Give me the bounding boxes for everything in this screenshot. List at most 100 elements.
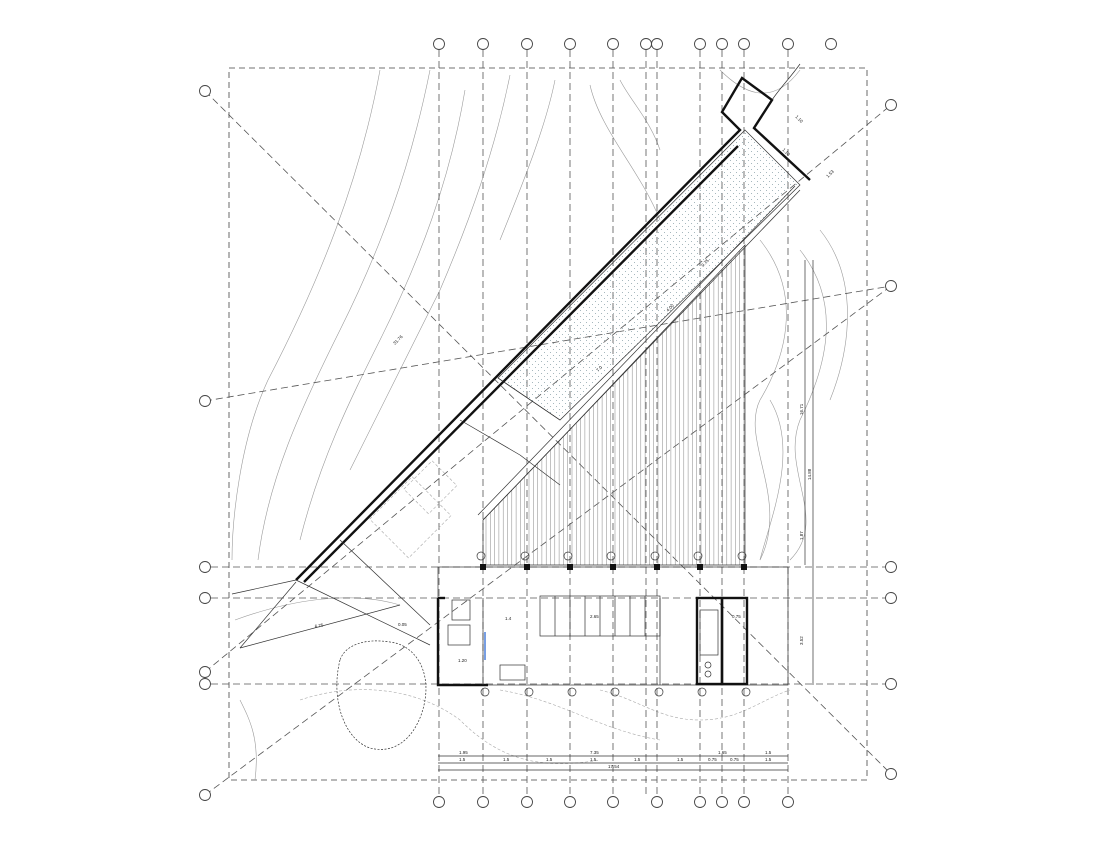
dim-upper-3: 1.65 (718, 750, 727, 755)
column-marker-bottom (741, 687, 751, 697)
grid-bubble-top (521, 38, 533, 50)
pool-area (497, 129, 801, 421)
grid-bubble-top (477, 38, 489, 50)
dim-lower-4: 1.5 (590, 757, 597, 762)
grid-bubble-top (694, 38, 706, 50)
column-top (697, 564, 703, 570)
dim-int-3: 0.75 (732, 614, 741, 619)
column-top (654, 564, 660, 570)
column-marker-bottom (654, 687, 664, 697)
terrace-edges (239, 185, 801, 649)
grid-bubble-diagonal (199, 85, 211, 97)
column-marker-bottom (610, 687, 620, 697)
column-top (741, 564, 747, 570)
grid-bubble-diagonal (885, 280, 897, 292)
grid-bubble-diagonal (885, 99, 897, 111)
dim-upper-2: 7.35 (590, 750, 599, 755)
grid-bubble-bottom (694, 796, 706, 808)
dim-int-4: 1.20 (458, 658, 467, 663)
column-marker-top (520, 551, 530, 561)
grid-bubble-left (199, 678, 211, 690)
grid-bubble-bottom (433, 796, 445, 808)
grid-bubble-right (885, 592, 897, 604)
dim-diag-6: 0.75 (700, 258, 710, 268)
grid-bubble-top (716, 38, 728, 50)
grid-bubble-bottom (651, 796, 663, 808)
grid-bubble-bottom (782, 796, 794, 808)
tree-canopy-outline (336, 640, 427, 750)
grid-bubble-bottom (716, 796, 728, 808)
bottom-dimension-lines: 1.95 7.35 1.65 1.5 1.5 1.5 1.5 1.5 1.5 1… (438, 750, 788, 771)
column-marker-bottom (697, 687, 707, 697)
dim-int-1: 1.4 (505, 616, 512, 621)
outdoor-seating-sketch (369, 460, 458, 559)
grid-bubble-top (564, 38, 576, 50)
grid-bubble-top (738, 38, 750, 50)
grid-bubble-top (433, 38, 445, 50)
dim-lower-5: 1.5 (634, 757, 641, 762)
grid-axis-diagonal (204, 90, 892, 775)
interior-dimension-labels: 1.4 2.65 0.75 1.20 0.05 (398, 614, 741, 663)
grid-bubble-top (651, 38, 663, 50)
grid-bubble-bottom (521, 796, 533, 808)
grid-bubble-top (607, 38, 619, 50)
grid-bubble-top (640, 38, 652, 50)
dim-diag-4: 4.00 (665, 303, 675, 313)
dim-diag-8: 1.10 (781, 147, 791, 157)
dim-lower-6: 1.5 (677, 757, 684, 762)
column-top (524, 564, 530, 570)
grid-bubble-right (885, 561, 897, 573)
dim-diag-3: 7.0 (595, 364, 603, 372)
dim-lower-8: 0.75 (730, 757, 739, 762)
dim-int-5: 0.05 (398, 622, 407, 627)
dim-diag-7: 1.53 (825, 169, 835, 179)
column-marker-top (606, 551, 616, 561)
dim-right-1: 1.87 (799, 531, 804, 540)
column-marker-top (737, 551, 747, 561)
structural-grid (199, 38, 897, 808)
grid-bubble-bottom (738, 796, 750, 808)
grid-bubble-bottom (564, 796, 576, 808)
dim-lower-9: 1.5 (765, 757, 772, 762)
grid-bubble-diagonal (199, 395, 211, 407)
dim-total: 17.54 (608, 764, 620, 769)
diagonal-dimension-labels: 31.76 6.75 7.0 4.00 1.10 0.75 1.53 1.10 (314, 114, 835, 629)
dim-diag-5: 1.10 (794, 114, 804, 124)
grid-bubble-left (199, 592, 211, 604)
dim-lower-3: 1.5 (546, 757, 553, 762)
column-marker-bottom (524, 687, 534, 697)
grid-bubble-top (825, 38, 837, 50)
dim-diag-1: 31.76 (392, 334, 404, 346)
site-boundary (228, 67, 868, 781)
grid-bubble-bottom (477, 796, 489, 808)
house-plan (436, 551, 789, 697)
topography-contours (231, 69, 848, 781)
grid-bubble-top (782, 38, 794, 50)
dim-lower-7: 0.75 (708, 757, 717, 762)
dim-int-2: 2.65 (590, 614, 599, 619)
column-marker-top (563, 551, 573, 561)
dim-right-3: 16.71 (799, 403, 804, 415)
diagonal-wall (231, 63, 811, 595)
grid-bubble-right (885, 678, 897, 690)
column-marker-top (693, 551, 703, 561)
column-marker-top (476, 551, 486, 561)
dim-upper-1: 1.95 (459, 750, 468, 755)
grid-bubble-bottom (607, 796, 619, 808)
grid-bubble-diagonal (199, 666, 211, 678)
dim-diag-2: 6.75 (314, 622, 324, 629)
column-marker-bottom (567, 687, 577, 697)
dim-lower-1: 1.5 (459, 757, 466, 762)
grid-bubble-diagonal (885, 768, 897, 780)
column-top (610, 564, 616, 570)
dim-lower-2: 1.5 (503, 757, 510, 762)
dim-right-5: 14.88 (807, 468, 812, 480)
column-top (567, 564, 573, 570)
column-marker-top (650, 551, 660, 561)
column-top (480, 564, 486, 570)
grid-bubble-diagonal (199, 789, 211, 801)
dim-upper-4: 1.5 (765, 750, 772, 755)
grid-bubble-left (199, 561, 211, 573)
column-marker-bottom (480, 687, 490, 697)
